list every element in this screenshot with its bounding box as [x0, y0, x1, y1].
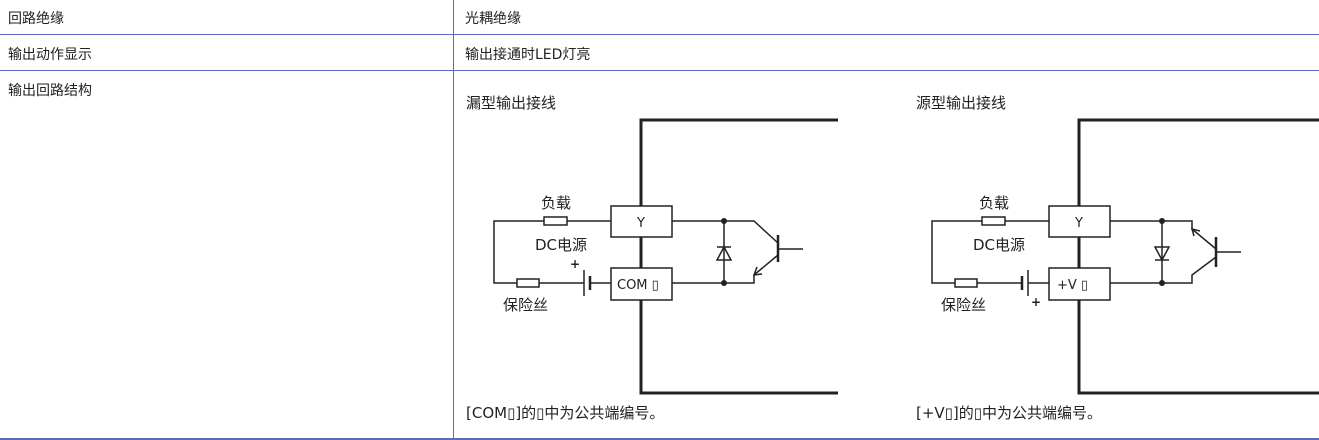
load-resistor-icon	[981, 216, 1006, 226]
fuse-label: 保险丝	[941, 296, 986, 314]
transistor-icon	[1190, 227, 1241, 267]
terminal-common-label: +V ▯	[1057, 278, 1088, 293]
row-label-circuit: 输出回路结构	[8, 83, 92, 99]
power-label: DC电源	[973, 236, 1025, 254]
row-label-indicator: 输出动作显示	[8, 47, 92, 63]
transistor-icon	[752, 235, 803, 276]
load-label: 负载	[541, 194, 571, 212]
battery-icon	[1020, 270, 1029, 296]
row-value-isolation: 光耦绝缘	[465, 11, 521, 27]
row-value-indicator: 输出接通时LED灯亮	[465, 47, 591, 63]
source-caption: [+V▯]的▯中为公共端编号。	[916, 404, 1103, 422]
terminal-common-label: COM ▯	[617, 278, 659, 293]
load-label: 负载	[979, 194, 1009, 212]
sink-caption: [COM▯]的▯中为公共端编号。	[466, 404, 665, 422]
sink-wiring-diagram: Y COM ▯ 负载 DC电源 + 保险丝	[493, 118, 838, 395]
fuse-icon	[516, 278, 540, 288]
row-divider	[0, 70, 1319, 71]
source-wiring-diagram: Y +V ▯ 负载 DC电源 + 保险丝	[931, 118, 1319, 395]
unit-outline	[1077, 118, 1319, 395]
terminal-common-box	[610, 267, 673, 301]
diode-icon	[715, 221, 733, 283]
sink-title: 漏型输出接线	[466, 94, 557, 112]
source-title: 源型输出接线	[916, 94, 1007, 112]
row-label-isolation: 回路绝缘	[8, 11, 64, 27]
terminal-common-box	[1048, 267, 1111, 301]
power-label: DC电源	[535, 236, 587, 254]
plus-label: +	[1031, 295, 1041, 309]
load-resistor-icon	[543, 216, 568, 226]
row-divider	[0, 438, 1319, 440]
unit-outline	[639, 118, 838, 395]
column-divider	[453, 0, 454, 440]
fuse-label: 保险丝	[503, 296, 548, 314]
fuse-icon	[954, 278, 978, 288]
battery-icon	[583, 270, 592, 296]
terminal-y-label: Y	[1074, 216, 1083, 231]
row-divider	[0, 34, 1319, 35]
diode-icon	[1153, 221, 1171, 283]
plus-label: +	[570, 257, 580, 271]
terminal-y-label: Y	[636, 216, 645, 231]
